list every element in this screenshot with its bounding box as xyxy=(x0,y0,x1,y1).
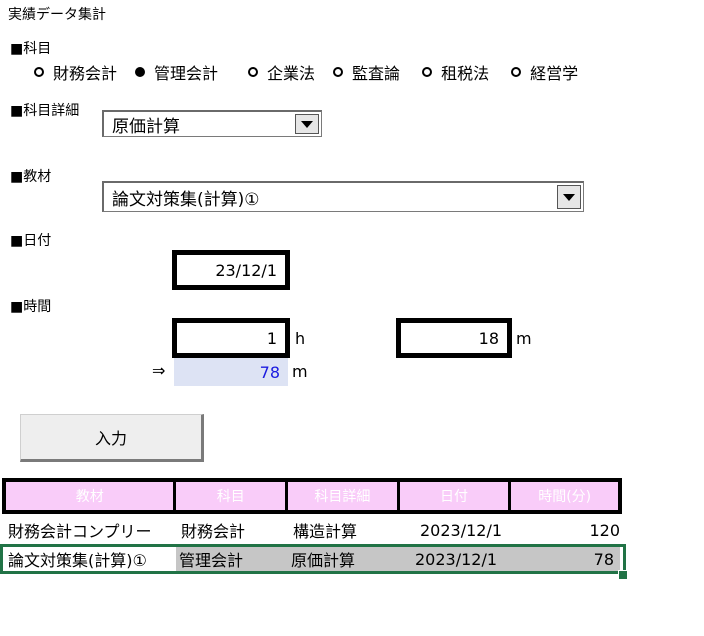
cell-subject-detail[interactable]: 原価計算 xyxy=(288,547,400,571)
radio-label: 管理会計 xyxy=(154,64,219,83)
radio-auditing[interactable]: 監査論 xyxy=(333,60,400,84)
dropdown-arrow-icon[interactable] xyxy=(557,185,581,209)
total-minutes-unit: m xyxy=(292,362,308,381)
cell-subject[interactable]: 管理会計 xyxy=(176,547,288,571)
radio-tax-law[interactable]: 租税法 xyxy=(422,60,489,84)
table-header: 教材 科目 科目詳細 日付 時間(分) xyxy=(2,478,622,514)
cell-subject[interactable]: 財務会計 xyxy=(181,522,246,541)
radio-unchecked-icon xyxy=(422,67,433,77)
subject-detail-label: ■科目詳細 xyxy=(10,103,80,119)
subject-detail-select[interactable]: 原価計算 xyxy=(102,110,322,137)
material-select[interactable]: 論文対策集(計算)① xyxy=(102,181,584,212)
radio-label: 財務会計 xyxy=(53,64,118,83)
radio-financial-accounting[interactable]: 財務会計 xyxy=(34,60,117,84)
radio-unchecked-icon xyxy=(34,67,44,77)
header-date[interactable]: 日付 xyxy=(399,482,509,510)
header-subject-detail[interactable]: 科目詳細 xyxy=(288,482,397,510)
radio-label: 監査論 xyxy=(352,64,401,83)
cell-material[interactable]: 論文対策集(計算)① xyxy=(8,551,147,570)
radio-label: 経営学 xyxy=(530,64,579,83)
cell-minutes[interactable]: 120 xyxy=(589,520,620,540)
radio-management-accounting[interactable]: 管理会計 xyxy=(135,60,218,84)
date-input[interactable]: 23/12/1 xyxy=(172,250,290,290)
cell-material[interactable]: 財務会計コンプリー xyxy=(8,522,152,541)
hours-unit: h xyxy=(295,329,306,348)
header-subject[interactable]: 科目 xyxy=(176,482,286,510)
cell-subject-detail[interactable]: 構造計算 xyxy=(293,522,358,541)
material-label: ■教材 xyxy=(10,169,52,185)
hours-input[interactable]: 1 xyxy=(172,318,290,358)
date-label: ■日付 xyxy=(10,233,52,249)
header-material[interactable]: 教材 xyxy=(6,482,174,510)
dropdown-arrow-icon[interactable] xyxy=(295,114,319,134)
cell-date[interactable]: 2023/12/1 xyxy=(419,520,503,540)
header-minutes[interactable]: 時間(分) xyxy=(511,482,618,510)
cell-date[interactable]: 2023/12/1 xyxy=(400,547,512,571)
arrow-icon: ⇒ xyxy=(152,361,166,380)
page-title: 実績データ集計 xyxy=(8,7,106,23)
material-value: 論文対策集(計算)① xyxy=(112,189,260,210)
time-label: ■時間 xyxy=(10,299,52,315)
radio-label: 企業法 xyxy=(267,64,316,83)
subject-label: ■科目 xyxy=(10,41,52,57)
minutes-unit: m xyxy=(516,329,532,348)
radio-unchecked-icon xyxy=(248,67,259,77)
cell-minutes[interactable]: 78 xyxy=(512,547,620,571)
table-row[interactable]: 財務会計コンプリー 財務会計 構造計算 2023/12/1 120 xyxy=(0,516,626,544)
radio-unchecked-icon xyxy=(511,67,522,77)
radio-unchecked-icon xyxy=(333,67,344,77)
radio-label: 租税法 xyxy=(441,64,490,83)
submit-button[interactable]: 入力 xyxy=(20,414,204,462)
radio-business-management[interactable]: 経営学 xyxy=(511,60,578,84)
fill-handle[interactable] xyxy=(618,570,628,580)
radio-corporate-law[interactable]: 企業法 xyxy=(248,60,315,84)
total-minutes-value: 78 xyxy=(174,358,288,386)
minutes-input[interactable]: 18 xyxy=(396,318,512,358)
subject-radio-group: 財務会計 管理会計 企業法 監査論 租税法 経営学 xyxy=(34,60,578,84)
radio-checked-icon xyxy=(135,67,146,77)
table-row-selected[interactable]: 論文対策集(計算)① 管理会計 原価計算 2023/12/1 78 xyxy=(0,544,626,574)
subject-detail-value: 原価計算 xyxy=(112,116,180,137)
